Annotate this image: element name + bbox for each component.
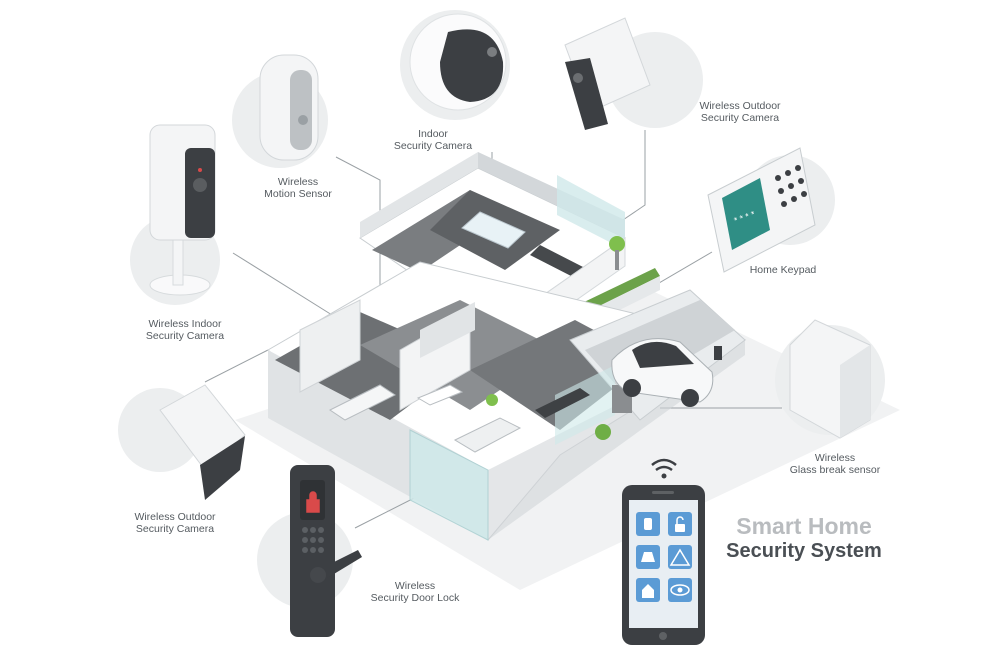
title-line-1: Smart Home [736, 513, 872, 539]
door-lock [257, 465, 362, 637]
indoor-camera-left [130, 124, 220, 305]
house-cutaway [267, 152, 747, 541]
diagram-title: Smart Home Security System [704, 514, 904, 564]
smartphone [622, 458, 705, 645]
label-home-keypad: Home Keypad [749, 264, 817, 276]
indoor-camera-top [400, 10, 510, 120]
motion-sensor [232, 54, 328, 168]
glass-break-sensor [775, 319, 885, 439]
outdoor-camera-top [564, 17, 703, 130]
wifi-icon [651, 458, 677, 472]
electric-car [611, 338, 722, 407]
home-keypad: * * * * [707, 147, 835, 273]
title-line-2: Security System [726, 540, 882, 562]
outdoor-camera-left [118, 384, 246, 500]
padlock-icon [306, 491, 320, 513]
warning-icon [668, 545, 692, 569]
